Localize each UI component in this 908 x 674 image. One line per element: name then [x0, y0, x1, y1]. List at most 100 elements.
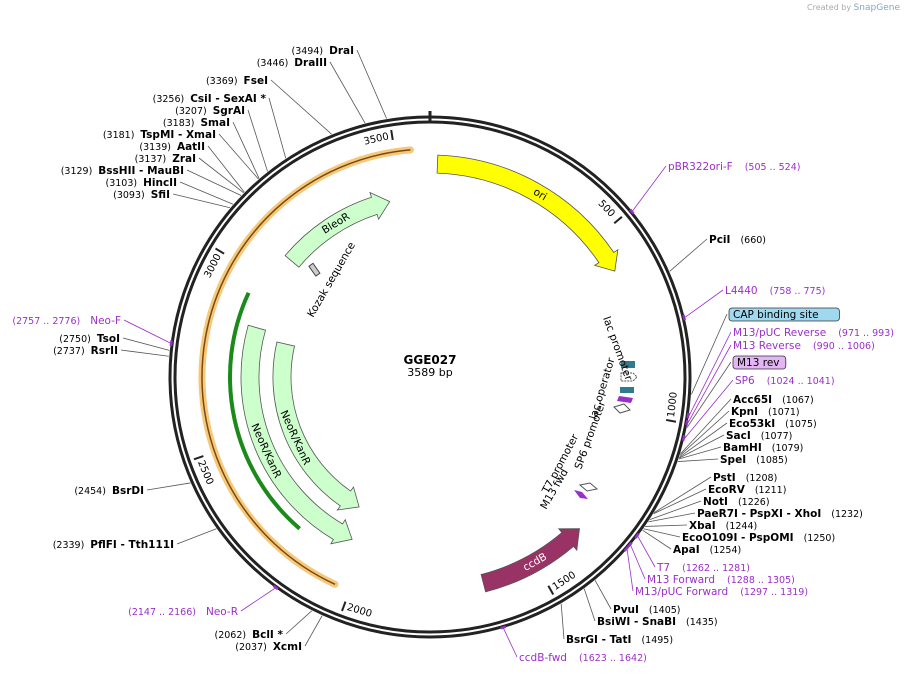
primer-pbr322ori-f[interactable]: pBR322ori-F(505 .. 524)	[668, 161, 800, 173]
enzyme-site-tsoi[interactable]: TsoI(2750)	[59, 333, 120, 345]
enzyme-site-paer7i-pspxi-xhoi[interactable]: PaeR7I - PspXI - XhoI(1232)	[697, 508, 863, 520]
enzyme-site-pcii[interactable]: PciI(660)	[709, 234, 766, 246]
plasmid-name: GGE027	[404, 353, 457, 367]
enzyme-site-kpni[interactable]: KpnI(1071)	[731, 406, 800, 418]
enzyme-site-draiii[interactable]: DraIII(3446)	[257, 57, 327, 69]
feature-arrow[interactable]	[436, 154, 619, 272]
leader-line	[679, 422, 728, 458]
site-name: EcoRV	[708, 484, 746, 496]
site-position: (3207)	[175, 106, 207, 117]
primer-m13-puc-reverse[interactable]: M13/pUC Reverse(971 .. 993)	[733, 327, 894, 339]
leader-line	[268, 97, 287, 159]
tick-label: 1000	[666, 391, 680, 418]
site-position: (3103)	[106, 178, 138, 189]
leader-line	[630, 545, 646, 580]
enzyme-site-aatii[interactable]: AatII(3139)	[139, 141, 205, 153]
primer-ccdb-fwd[interactable]: ccdB-fwd(1623 .. 1642)	[519, 652, 647, 664]
site-position: (971 .. 993)	[838, 328, 894, 339]
site-position: (1024 .. 1041)	[767, 376, 835, 387]
enzyme-site-sgrai[interactable]: SgrAI (3207)	[175, 105, 245, 117]
enzyme-site-ecoo109i-pspomi[interactable]: EcoO109I - PspOMI(1250)	[682, 532, 835, 544]
enzyme-site-pflfi-tth111i[interactable]: PflFI - Tth111I(2339)	[53, 539, 174, 551]
enzyme-site-eco53ki[interactable]: Eco53kI(1075)	[729, 418, 817, 430]
enzyme-site-apai[interactable]: ApaI(1254)	[673, 544, 741, 556]
leader-line	[687, 344, 732, 424]
enzyme-site-smai[interactable]: SmaI(3183)	[163, 117, 230, 129]
snapgene-credit: Created by SnapGene	[807, 3, 900, 13]
leader-line	[669, 238, 708, 272]
site-name: M13 Reverse	[733, 340, 801, 352]
enzyme-site-rsrii[interactable]: RsrII(2737)	[53, 345, 118, 357]
feature-box-m13-rev[interactable]: M13 rev	[732, 355, 787, 370]
primer-neo-f[interactable]: Neo-F(2757 .. 2776)	[12, 315, 121, 327]
leader-line	[198, 157, 244, 194]
site-name: SmaI	[201, 117, 231, 129]
leader-line	[240, 587, 276, 612]
enzyme-site-ecorv[interactable]: EcoRV(1211)	[708, 484, 786, 496]
site-position: (2062)	[215, 630, 247, 641]
feature-arrow[interactable]	[480, 528, 580, 593]
site-position: (2454)	[74, 486, 106, 497]
site-name: XcmI	[273, 641, 302, 653]
site-name: NotI	[703, 496, 728, 508]
enzyme-site-bsshii-maubi[interactable]: BssHII - MauBI(3129)	[61, 165, 184, 177]
primer-mark	[627, 541, 633, 548]
primer-l4440[interactable]: L4440(758 .. 775)	[725, 285, 825, 297]
enzyme-site-bcli[interactable]: BclI *(2062)	[215, 629, 284, 641]
site-position: (1244)	[726, 521, 758, 532]
site-name: PflFI - Tth111I	[90, 539, 174, 551]
primer-m13-puc-forward[interactable]: M13/pUC Forward(1297 .. 1319)	[635, 586, 808, 598]
enzyme-site-saci[interactable]: SacI(1077)	[726, 430, 792, 442]
enzyme-site-spei[interactable]: SpeI(1085)	[720, 454, 788, 466]
site-position: (2147 .. 2166)	[128, 607, 196, 618]
enzyme-site-bsiwi-snabi[interactable]: BsiWI - SnaBI(1435)	[597, 616, 718, 628]
m13fwd-glyph	[574, 490, 588, 499]
enzyme-site-xcmi[interactable]: XcmI(2037)	[235, 641, 302, 653]
leader-line	[594, 580, 612, 610]
primer-t7[interactable]: T7(1262 .. 1281)	[656, 562, 750, 574]
tick-mark	[613, 216, 623, 224]
primer-m13-reverse[interactable]: M13 Reverse(990 .. 1006)	[733, 340, 875, 352]
enzyme-site-noti[interactable]: NotI(1226)	[703, 496, 770, 508]
enzyme-site-pvui[interactable]: PvuI(1405)	[613, 604, 681, 616]
enzyme-site-zrai[interactable]: ZraI(3137)	[135, 153, 196, 165]
leader-line	[560, 603, 565, 640]
feature-arrow[interactable]	[272, 341, 360, 511]
leader-line	[632, 165, 667, 212]
feature-arrow[interactable]	[240, 324, 353, 545]
primer-mark	[681, 435, 686, 441]
enzyme-site-hincii[interactable]: HincII(3103)	[106, 177, 178, 189]
enzyme-site-sfii[interactable]: SfiI(3093)	[113, 189, 170, 201]
site-name: T7	[656, 562, 670, 574]
tick-mark	[665, 418, 677, 423]
feature-ori[interactable]: ori	[436, 154, 619, 272]
primer-mark	[686, 412, 690, 419]
primer-m13-forward[interactable]: M13 Forward(1288 .. 1305)	[647, 574, 795, 586]
enzyme-site-bamhi[interactable]: BamHI(1079)	[723, 442, 803, 454]
enzyme-site-drai[interactable]: DraI(3494)	[292, 45, 354, 57]
leader-line	[677, 458, 719, 462]
enzyme-site-xbai[interactable]: XbaI(1244)	[689, 520, 757, 532]
leader-line	[684, 379, 734, 439]
site-position: (1079)	[772, 443, 804, 454]
leader-line	[120, 349, 169, 357]
enzyme-site-acc65i[interactable]: Acc65I(1067)	[733, 394, 814, 406]
site-name: SgrAI	[213, 105, 245, 117]
highlight-tracks	[198, 146, 414, 588]
enzyme-site-bsrdi[interactable]: BsrDI(2454)	[74, 485, 144, 497]
feature-box-cap-binding-site[interactable]: CAP binding site	[728, 307, 840, 322]
feature-ccdb[interactable]: ccdB	[480, 528, 580, 593]
primer-sp6[interactable]: SP6(1024 .. 1041)	[735, 375, 835, 387]
enzyme-site-fsei[interactable]: FseI(3369)	[206, 75, 268, 87]
primer-mark	[623, 546, 630, 552]
feature-arrow[interactable]	[284, 191, 391, 268]
enzyme-site-bsrgi-tati[interactable]: BsrGI - TatI(1495)	[566, 634, 673, 646]
enzyme-site-tspmi-xmai[interactable]: TspMI - XmaI(3181)	[103, 129, 216, 141]
primer-neo-r[interactable]: Neo-R(2147 .. 2166)	[128, 606, 238, 618]
site-name: SpeI	[720, 454, 746, 466]
enzyme-site-psti[interactable]: PstI(1208)	[713, 472, 777, 484]
leader-line	[653, 476, 712, 513]
enzyme-site-csii-sexai[interactable]: CsiI - SexAI *(3256)	[153, 93, 267, 105]
tick-mark	[390, 129, 394, 141]
